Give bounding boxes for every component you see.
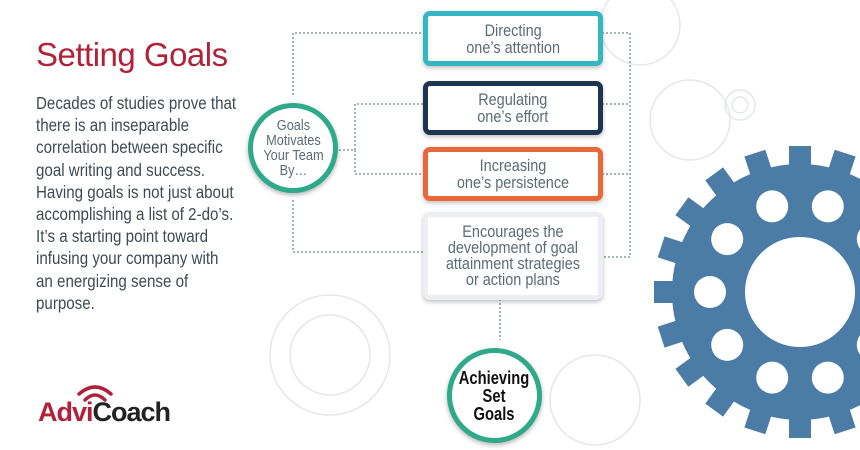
gear-hole (694, 276, 726, 308)
box-label: Encourages the development of goal attai… (445, 222, 581, 289)
achieving-goals-circle: Achieving Set Goals (447, 348, 542, 443)
gear-hole (856, 229, 860, 249)
goals-motivates-circle: Goals Motivates Your Team By… (248, 103, 338, 193)
gear-hole (711, 223, 744, 256)
result-label: Achieving Set Goals (459, 367, 530, 424)
box-label: Regulating one’s effort (477, 90, 549, 126)
gear-hole (756, 361, 789, 394)
box-directing: Directing one’s attention (423, 11, 603, 66)
gear-hole (811, 361, 844, 394)
gear-hole (756, 190, 789, 223)
box-label: Directing one’s attention (466, 20, 560, 57)
logo-part1: Advi (38, 397, 94, 427)
signal-icon (77, 385, 113, 402)
gear-tooth (789, 414, 811, 438)
gear-hole (811, 190, 844, 223)
page-title: Setting Goals (36, 36, 228, 73)
gear-hole (711, 328, 744, 361)
body-text: Decades of studies prove that there is a… (36, 93, 237, 313)
gear-tooth (654, 281, 678, 303)
logo-part2: Coach (92, 397, 172, 427)
big-gear-icon (654, 146, 860, 438)
box-regulating: Regulating one’s effort (423, 81, 603, 135)
box-label: Increasing one’s persistence (456, 156, 570, 192)
box-increasing: Increasing one’s persistence (423, 147, 603, 201)
gear-hole (856, 335, 860, 355)
connector-lines (292, 32, 631, 340)
gear-tooth (789, 146, 811, 170)
center-label: Goals Motivates Your Team By… (262, 117, 324, 179)
box-encourages: Encourages the development of goal attai… (423, 212, 603, 300)
